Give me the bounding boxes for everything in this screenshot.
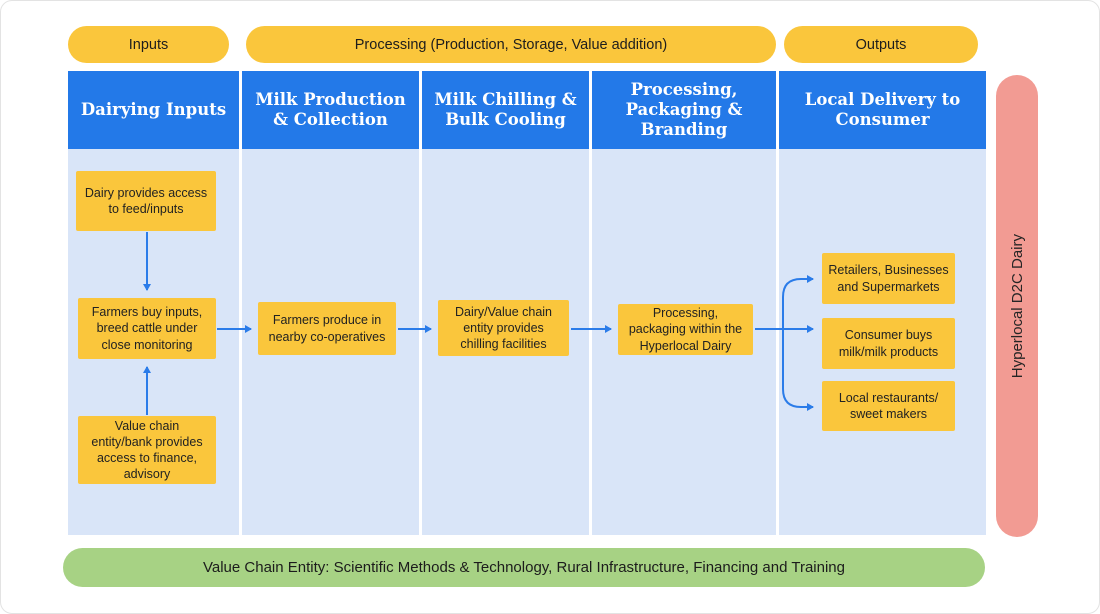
node-cooperatives: Farmers produce in nearby co-operatives [258,302,396,355]
node-dairy-feed: Dairy provides access to feed/inputs [76,171,216,231]
stage-pill-processing-label: Processing (Production, Storage, Value a… [354,36,668,53]
footer-label: Value Chain Entity: Scientific Methods &… [202,559,845,576]
stage-pill-inputs: Inputs [68,26,229,63]
column-header-milk-production: Milk Production & Collection [242,71,419,149]
column-header-processing-packaging: Processing, Packaging & Branding [592,71,776,149]
node-farmers-buy-inputs: Farmers buy inputs, breed cattle under c… [78,298,216,359]
stage-pill-outputs: Outputs [784,26,978,63]
stage-pill-inputs-label: Inputs [128,36,169,53]
side-bar-label: Hyperlocal D2C Dairy [1008,233,1026,379]
stage-pill-processing: Processing (Production, Storage, Value a… [246,26,776,63]
node-finance-advisory: Value chain entity/bank provides access … [78,416,216,484]
column-header-milk-chilling: Milk Chilling & Bulk Cooling [422,71,589,149]
node-retailers: Retailers, Businesses and Supermarkets [822,253,955,304]
stage-pill-outputs-label: Outputs [855,36,907,53]
column-header-local-delivery: Local Delivery to Consumer [779,71,986,149]
node-chilling-facilities: Dairy/Value chain entity provides chilli… [438,300,569,356]
node-processing-packaging: Processing, packaging within the Hyperlo… [618,304,753,355]
node-consumer: Consumer buys milk/milk products [822,318,955,369]
footer-value-chain-entity: Value Chain Entity: Scientific Methods &… [63,548,985,587]
side-bar-hyperlocal-d2c-dairy: Hyperlocal D2C Dairy [996,75,1038,537]
value-chain-table: Dairying Inputs Milk Production & Collec… [68,71,986,538]
column-header-dairying-inputs: Dairying Inputs [68,71,239,149]
node-restaurants: Local restaurants/ sweet makers [822,381,955,431]
